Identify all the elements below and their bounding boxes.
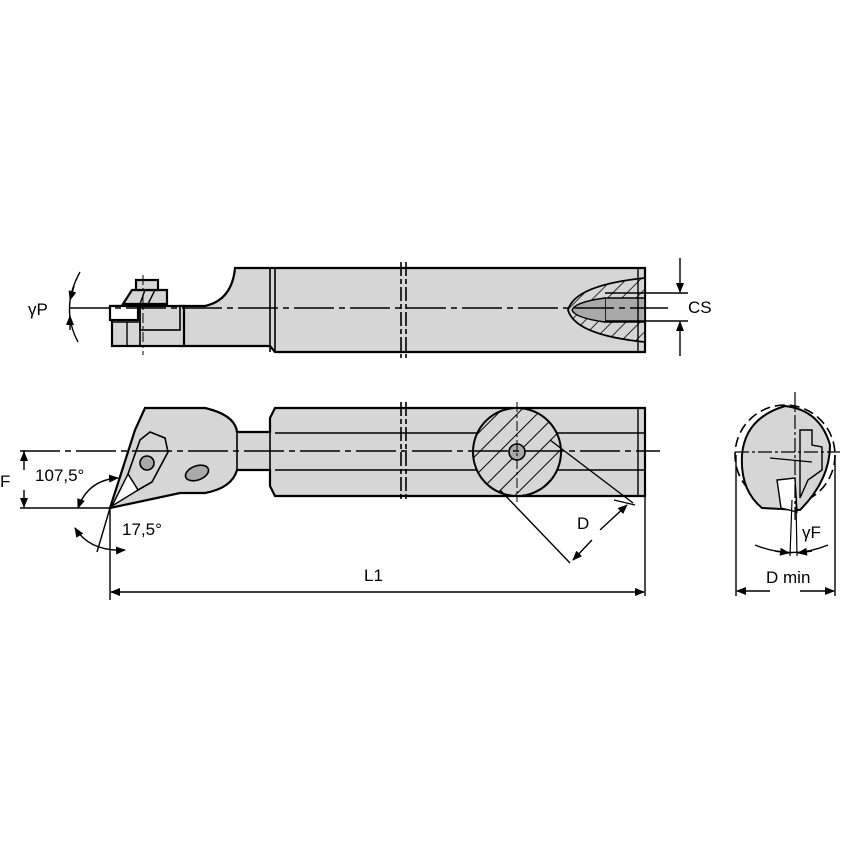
d-label: D bbox=[577, 514, 590, 533]
cs-dimension bbox=[605, 258, 688, 356]
d-min-label: D min bbox=[766, 568, 811, 587]
angle-107-label: 107,5° bbox=[35, 466, 85, 485]
gamma-p-label: γP bbox=[28, 300, 48, 319]
gamma-f-label: γF bbox=[802, 523, 821, 542]
top-view bbox=[108, 262, 647, 358]
l1-dimension bbox=[110, 496, 646, 596]
end-view bbox=[734, 392, 840, 596]
side-view bbox=[108, 402, 647, 510]
l1-label: L1 bbox=[364, 566, 383, 585]
f-label: F bbox=[0, 472, 11, 491]
angle-17-label: 17,5° bbox=[122, 520, 162, 539]
d-dimension bbox=[499, 439, 636, 564]
gamma-p-arc bbox=[68, 271, 81, 343]
cs-label: CS bbox=[688, 298, 712, 317]
